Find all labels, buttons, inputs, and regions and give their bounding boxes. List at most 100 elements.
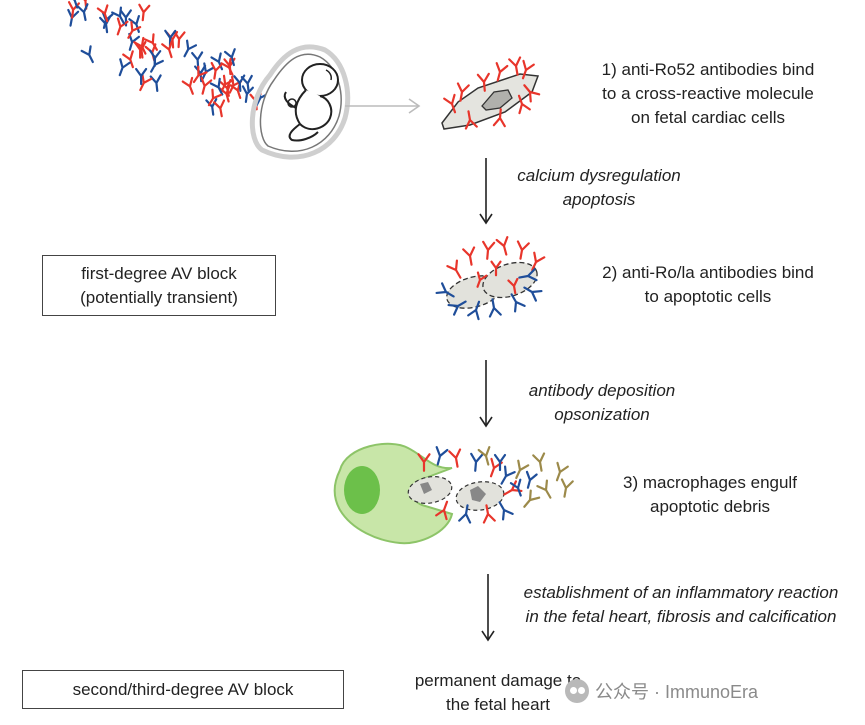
antibody-glyph	[220, 57, 234, 76]
antibody-glyph	[223, 48, 236, 67]
step-2-label: 2) anti-Ro/la antibodies bind to apoptot…	[602, 263, 814, 306]
antibody-glyph	[476, 72, 490, 92]
watermark-text: 公众号 · ImmunoEra	[595, 682, 759, 702]
antibody-glyph	[515, 459, 530, 480]
antibody-glyph	[509, 478, 522, 497]
antibody-glyph	[536, 479, 552, 499]
antibody-glyph	[492, 108, 506, 128]
antibody-glyph	[76, 3, 89, 22]
antibody-glyph	[210, 61, 223, 80]
antibody-glyph	[96, 4, 109, 23]
antibody-glyph	[173, 30, 186, 49]
antibody-glyph	[200, 76, 213, 95]
transition-1-label: calcium dysregulation apoptosis	[517, 166, 681, 209]
antibody-glyph	[143, 33, 158, 51]
antibody-glyph	[448, 448, 462, 468]
antibody-glyph	[183, 39, 198, 58]
antibody-glyph	[135, 67, 148, 86]
opsonizing-antibodies	[417, 446, 574, 524]
antibody-glyph	[555, 461, 569, 482]
watermark: 公众号 · ImmunoEra	[565, 678, 758, 704]
antibody-glyph	[525, 470, 538, 489]
antibody-glyph	[118, 58, 131, 77]
antibody-glyph	[458, 504, 472, 524]
outcome-label: permanent damage to the fetal heart	[414, 671, 582, 714]
antibody-glyph	[477, 446, 491, 466]
antibody-glyph	[523, 84, 541, 103]
antibody-glyph	[149, 74, 162, 92]
antibody-glyph	[495, 62, 509, 82]
anti-ro52-antibodies-bound	[443, 56, 541, 130]
antibody-glyph	[122, 50, 134, 69]
antibody-glyph	[462, 246, 476, 266]
antibody-glyph	[531, 251, 546, 272]
arrow-step3-to-outcome	[481, 574, 495, 642]
antibody-glyph	[482, 240, 496, 260]
antibody-glyph	[220, 74, 234, 93]
transition-3-label: establishment of an inflammatory reactio…	[523, 583, 839, 626]
antibody-glyph	[139, 73, 153, 92]
antibody-glyph	[488, 298, 502, 318]
pointer-arrow	[345, 98, 421, 114]
first-degree-av-block-box: first-degree AV block (potentially trans…	[42, 255, 276, 316]
antibody-glyph	[66, 0, 79, 9]
antibody-glyph	[464, 110, 478, 130]
antibody-glyph	[523, 489, 541, 508]
second-third-degree-av-block-box: second/third-degree AV block	[22, 670, 344, 709]
antibody-glyph	[417, 453, 431, 472]
antibody-glyph	[207, 88, 223, 107]
antibody-glyph	[476, 271, 488, 288]
antibody-glyph	[435, 500, 449, 521]
macrophage	[333, 442, 454, 545]
antibody-glyph	[518, 268, 538, 282]
antibody-glyph	[516, 240, 530, 260]
antibody-glyph	[495, 236, 509, 256]
antibody-glyph	[523, 286, 543, 302]
antibody-glyph	[241, 85, 254, 104]
antibody-glyph	[161, 40, 173, 59]
antibody-glyph	[134, 40, 147, 59]
arrow-step2-to-step3	[479, 360, 493, 428]
anti-ro-la-antibodies-bound	[435, 236, 546, 321]
antibody-glyph	[150, 54, 164, 73]
antibody-glyph	[500, 465, 516, 485]
antibody-glyph	[55, 0, 70, 1]
antibody-glyph	[192, 65, 208, 84]
step-3-label: 3) macrophages engulf apoptotic debris	[623, 473, 797, 516]
antibody-glyph	[560, 478, 574, 498]
antibody-glyph	[517, 94, 531, 115]
antibody-glyph	[127, 21, 142, 39]
antibody-glyph	[209, 77, 224, 96]
antibody-glyph	[191, 51, 204, 69]
antibody-glyph	[456, 82, 470, 102]
antibody-glyph	[490, 260, 502, 277]
step-1-label: 1) anti-Ro52 antibodies bind to a cross-…	[601, 60, 815, 127]
transition-2-label: antibody deposition opsonization	[528, 381, 676, 424]
arrow-step1-to-step2	[479, 158, 493, 225]
antibody-glyph	[507, 277, 519, 295]
antibody-glyph	[482, 504, 496, 524]
antibody-glyph	[470, 452, 484, 472]
antibody-glyph	[446, 259, 462, 279]
antibody-glyph	[138, 3, 151, 22]
wechat-icon	[565, 679, 589, 703]
fetal-cardiac-cell	[441, 73, 540, 130]
antibody-glyph	[435, 446, 449, 466]
antibody-glyph	[508, 56, 522, 76]
antibody-glyph	[510, 293, 526, 313]
antibody-glyph	[443, 93, 457, 114]
antibody-glyph	[218, 84, 231, 103]
antibody-glyph	[467, 300, 481, 321]
antibody-glyph	[213, 99, 226, 118]
antibody-glyph	[233, 74, 246, 92]
antibody-glyph	[111, 6, 125, 25]
antibody-glyph	[435, 282, 455, 298]
antibody-glyph	[80, 45, 94, 64]
fetus-in-uterus-illustration	[249, 44, 351, 160]
antibody-glyph	[521, 59, 535, 80]
antibody-glyph	[498, 501, 514, 521]
antibody-glyph	[447, 300, 467, 316]
apoptotic-debris	[407, 476, 505, 511]
antibody-glyph	[532, 452, 546, 472]
